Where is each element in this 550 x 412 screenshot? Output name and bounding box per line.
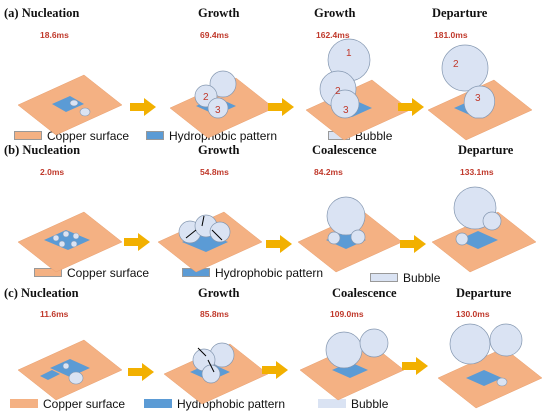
row-a-time-2: 69.4ms [200,30,229,40]
row-a-nucleation-panel [17,74,123,136]
bubble-number: 3 [475,93,481,104]
bubble-number: 1 [346,48,352,59]
row-c-time-4: 130.0ms [456,309,490,319]
legend-c-bubble: Bubble [318,396,388,411]
legend-a-hydrophobic: Hydrophobic pattern [146,128,277,143]
row-c-stage-3-title: Coalescence [332,286,397,300]
row-c-time-1: 11.6ms [40,309,69,319]
copper-swatch [10,399,38,409]
row-c-coalescence-panel [299,328,405,401]
row-a-time-4: 181.0ms [434,30,468,40]
row-b-growth-panel [157,211,263,273]
row-c-departure-panel [437,323,543,409]
hydrophobic-swatch [144,399,172,409]
row-c-growth-panel [163,342,269,405]
legend-b-copper: Copper surface [34,265,149,280]
bubble-number: 3 [343,105,349,116]
row-b-stage-3-title: Coalescence [312,143,377,157]
growth-direction-arrows [185,215,223,241]
copper-swatch [14,131,42,141]
hydrophobic-swatch [146,131,164,141]
row-c-stage-2-title: Growth [198,286,240,300]
row-a-stage-3-title: Growth [314,6,356,20]
arrow-icon [128,363,154,381]
legend-c-copper: Copper surface [10,396,125,411]
row-c-time-3: 109.0ms [330,309,364,319]
row-b-stage-4-title: Departure [458,143,514,157]
row-b-nucleation-panel [17,211,123,273]
row-a-stage-4-title: Departure [432,6,488,20]
row-b-label: (b) Nucleation [4,143,81,157]
row-c-stage-4-title: Departure [456,286,512,300]
row-c-label: (c) Nucleation [4,286,79,300]
arrow-icon [262,361,288,379]
legend-a-copper: Copper surface [14,128,129,143]
row-a-departure-panel: 2 3 [427,44,533,141]
bubble-swatch [318,399,346,409]
arrow-icon [402,357,428,375]
row-a-time-1: 18.6ms [40,30,69,40]
legend-b-bubble: Bubble [370,270,440,285]
arrow-icon [400,235,426,253]
bubble-number: 2 [335,86,341,97]
row-b-time-4: 133.1ms [460,167,494,177]
row-a-growth-2-panel: 1 2 3 [305,38,411,141]
arrow-icon [130,98,156,116]
copper-swatch [34,268,62,278]
row-a-label: (a) Nucleation [4,6,80,20]
bubble-number: 3 [215,105,221,116]
row-b-time-3: 84.2ms [314,167,343,177]
row-b-stage-2-title: Growth [198,143,240,157]
row-b-departure-panel [431,186,537,273]
arrow-icon [266,235,292,253]
growth-direction-arrows [197,347,215,373]
row-b-coalescence-panel [297,196,403,273]
bubble-swatch [370,273,398,283]
row-c-nucleation-panel [17,339,123,401]
row-a-growth-panel: 2 3 [169,70,275,139]
row-a-time-3: 162.4ms [316,30,350,40]
row-b-time-2: 54.8ms [200,167,229,177]
row-b-time-1: 2.0ms [40,167,65,177]
row-c-time-2: 85.8ms [200,309,229,319]
bubble-number: 2 [203,92,209,103]
bubble-number: 2 [453,59,459,70]
row-a-stage-2-title: Growth [198,6,240,20]
arrow-icon [268,98,294,116]
arrow-icon [124,233,150,251]
